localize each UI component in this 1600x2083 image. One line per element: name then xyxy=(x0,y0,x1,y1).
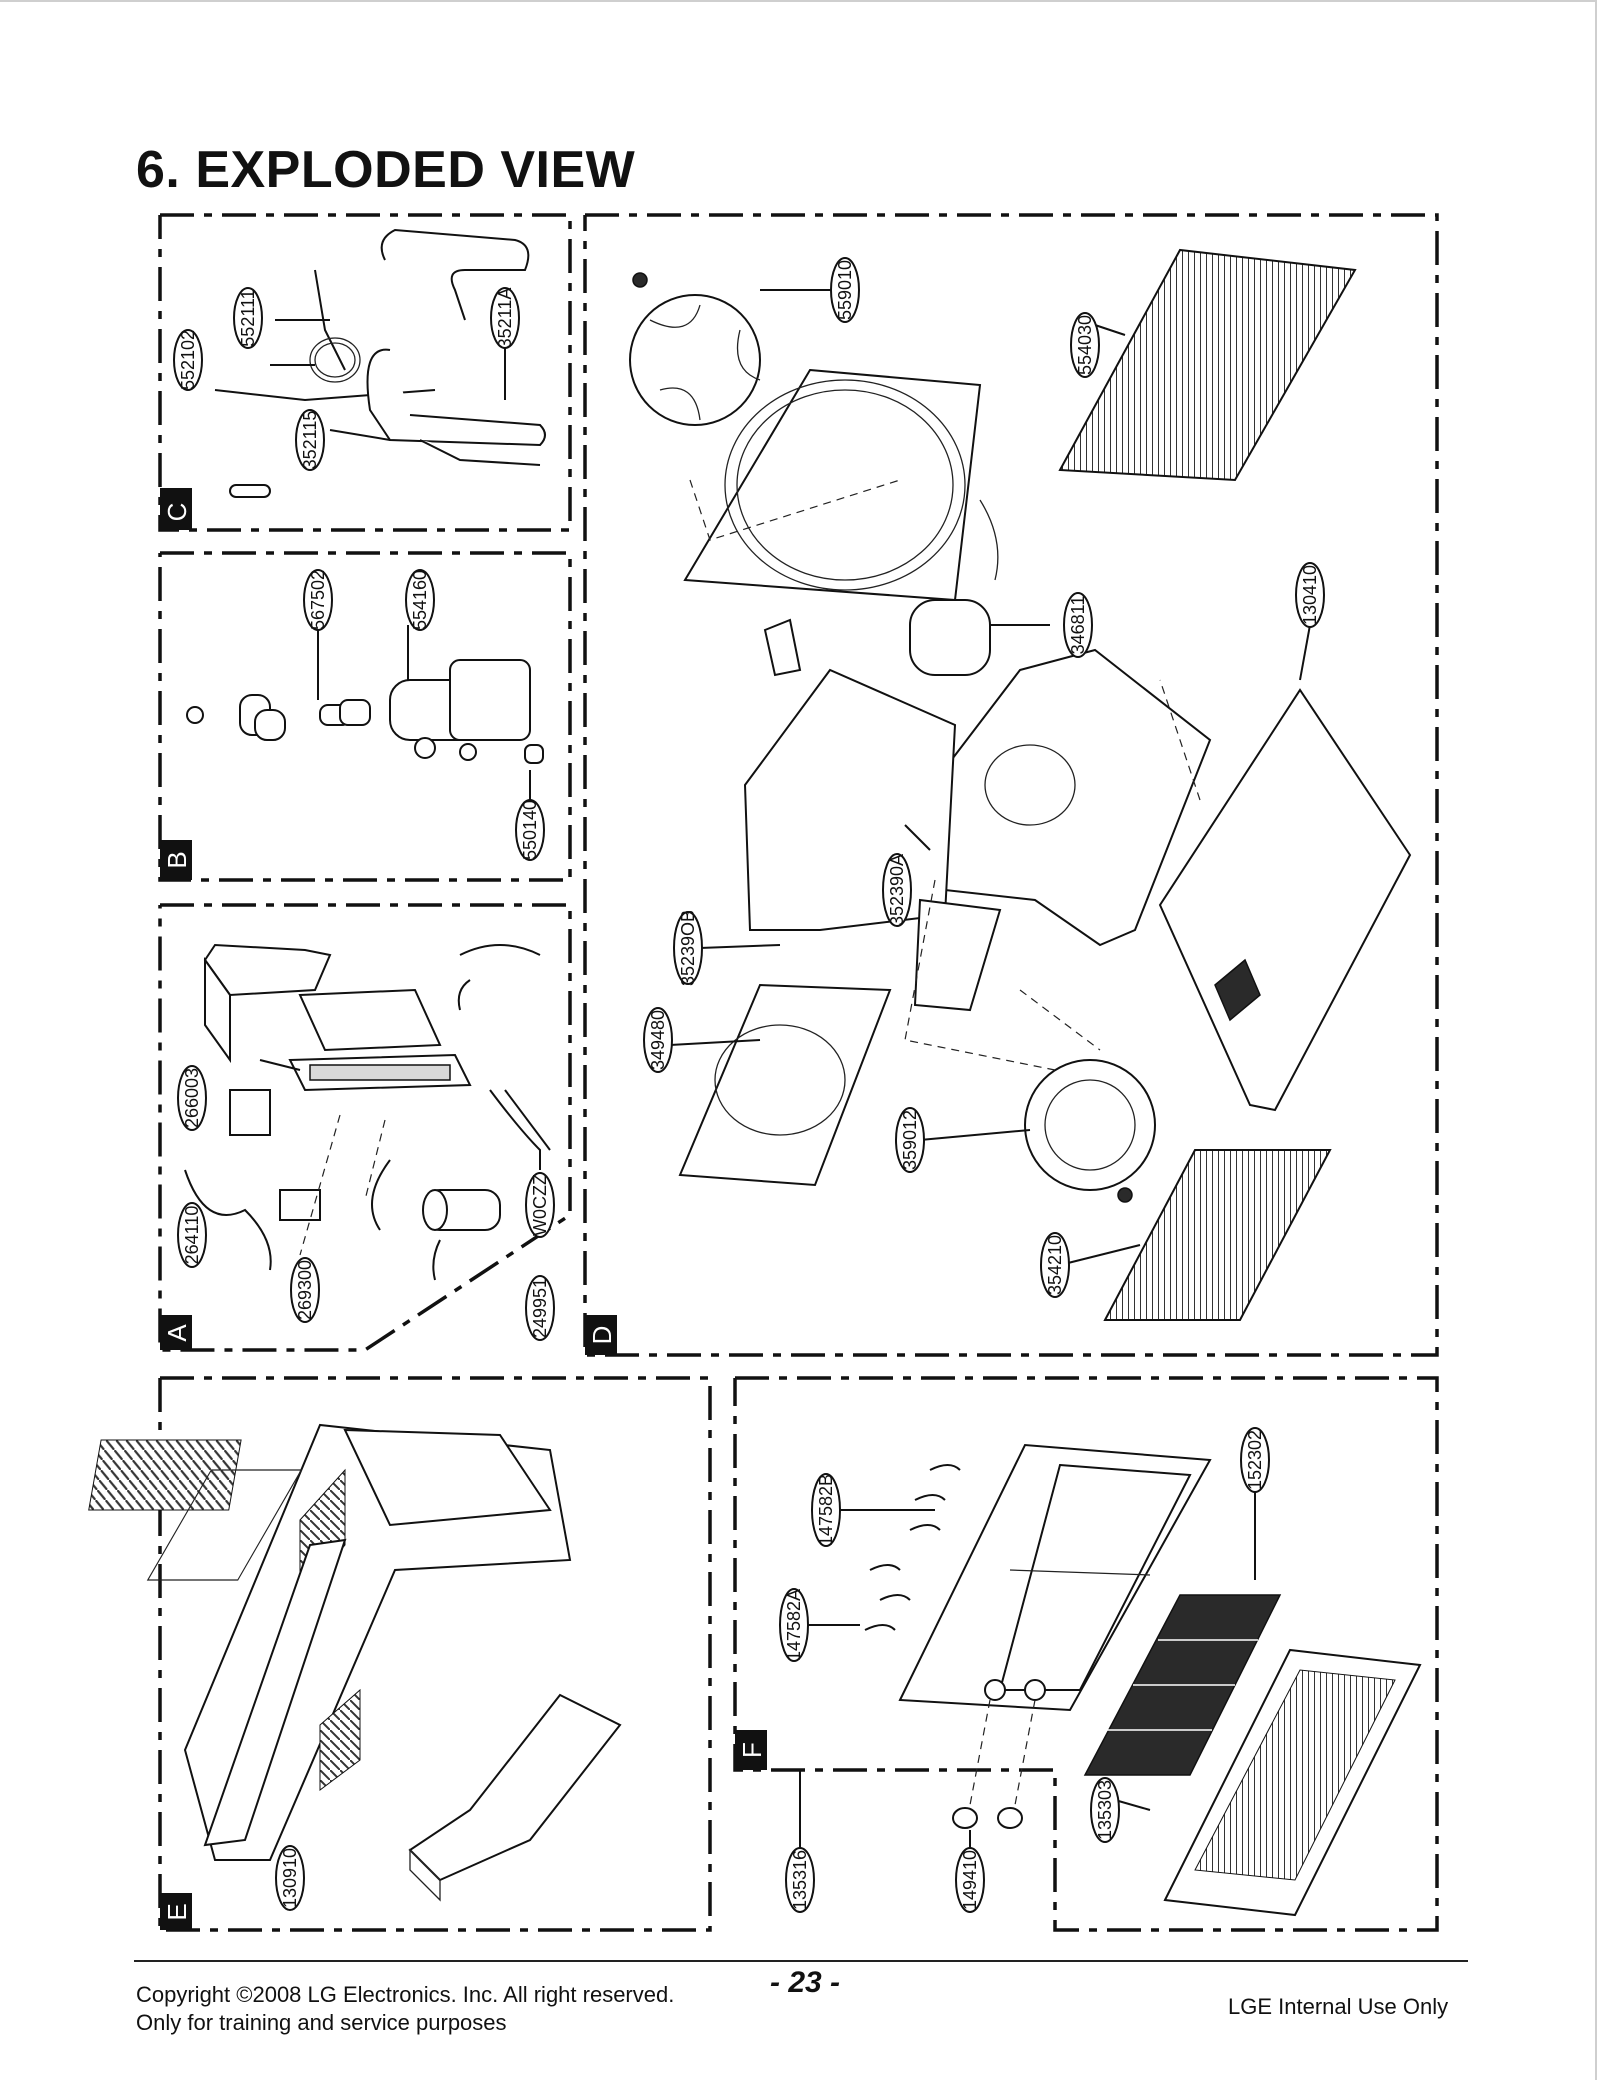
part-tag: 264110 xyxy=(177,1202,207,1268)
page-title: 6. EXPLODED VIEW xyxy=(136,141,636,199)
svg-text:349480: 349480 xyxy=(648,1010,668,1070)
svg-text:559010: 559010 xyxy=(835,260,855,320)
svg-text:130910: 130910 xyxy=(280,1848,300,1908)
svg-text:266003: 266003 xyxy=(182,1068,202,1128)
part-tag: 130910 xyxy=(275,1845,305,1911)
part-tag: 149410 xyxy=(955,1847,985,1913)
svg-text:552102: 552102 xyxy=(178,330,198,390)
part-tag: 359012 xyxy=(895,1107,925,1173)
svg-text:552111: 552111 xyxy=(238,289,258,346)
svg-text:359012: 359012 xyxy=(900,1110,920,1170)
svg-text:269300: 269300 xyxy=(295,1260,315,1320)
part-tag: 352390A xyxy=(882,853,912,927)
part-tag: 349480 xyxy=(643,1007,673,1073)
footer-divider xyxy=(134,1960,1468,1962)
svg-text:149410: 149410 xyxy=(960,1850,980,1910)
panel-b-letter-box xyxy=(160,840,192,880)
svg-text:352390A: 352390A xyxy=(887,854,907,926)
svg-text:346811: 346811 xyxy=(1068,596,1088,655)
copyright-line-2: Only for training and service purposes xyxy=(136,2010,507,2035)
panel-f-letter-box xyxy=(735,1730,767,1770)
panel-a-letter-box xyxy=(160,1315,192,1350)
svg-text:554160: 554160 xyxy=(410,570,430,630)
part-tag: 346811 xyxy=(1063,592,1093,658)
internal-use-note: LGE Internal Use Only xyxy=(1228,1994,1449,2019)
svg-text:352115: 352115 xyxy=(300,411,320,470)
panel-a: A 266003 264110 269300 xyxy=(158,903,572,1352)
panel-c-letter: C xyxy=(162,503,192,522)
part-tag: W0CZZ xyxy=(525,1172,555,1238)
part-tag: 130410 xyxy=(1295,562,1325,628)
panel-b: B 567502 554160 550140 xyxy=(158,551,572,882)
copyright-line-1: Copyright ©2008 LG Electronics. Inc. All… xyxy=(136,1982,675,2007)
svg-text:567502: 567502 xyxy=(308,570,328,630)
svg-text:35239OB: 35239OB xyxy=(678,910,698,986)
panel-e-letter-box xyxy=(160,1893,192,1930)
svg-text:135303: 135303 xyxy=(1095,1780,1115,1840)
part-tag: 249951 xyxy=(525,1275,555,1341)
svg-text:354210: 354210 xyxy=(1045,1235,1065,1295)
part-tag: 135303 xyxy=(1090,1777,1120,1843)
panel-c: C 552102 552111 352115 35211A xyxy=(158,213,572,532)
panel-d-letter: D xyxy=(587,1326,617,1345)
panel-d: D xyxy=(583,213,1439,1357)
part-tag: 135316 xyxy=(785,1847,815,1913)
part-tag: 554030 xyxy=(1070,312,1100,378)
part-tag: 269300 xyxy=(290,1257,320,1323)
part-tag: 352115 xyxy=(295,409,325,471)
part-tag: 552111 xyxy=(233,287,263,349)
part-tag: 147582A xyxy=(779,1588,809,1662)
svg-text:554030: 554030 xyxy=(1075,315,1095,375)
svg-text:35211A: 35211A xyxy=(495,288,515,349)
part-tag: 554160 xyxy=(405,569,435,631)
part-tag: 266003 xyxy=(177,1065,207,1131)
svg-text:W0CZZ: W0CZZ xyxy=(530,1174,550,1236)
part-tag: 567502 xyxy=(303,569,333,631)
panel-e-letter: E xyxy=(162,1903,192,1920)
part-tag: 559010 xyxy=(830,257,860,323)
panel-f: F 147582B xyxy=(146,1376,1439,1932)
svg-text:264110: 264110 xyxy=(182,1206,202,1265)
part-tag: 552102 xyxy=(173,329,203,391)
part-tag: 147582B xyxy=(811,1473,841,1547)
svg-text:147582B: 147582B xyxy=(816,1474,836,1546)
svg-text:152302: 152302 xyxy=(1245,1430,1265,1490)
part-tag: 35211A xyxy=(490,287,520,349)
page-number: - 23 - xyxy=(770,1966,841,1999)
panel-c-letter-box xyxy=(160,488,192,530)
svg-text:147582A: 147582A xyxy=(784,1589,804,1661)
part-tag: 354210 xyxy=(1040,1232,1070,1298)
panel-f-letter: F xyxy=(737,1742,767,1758)
part-tag: 152302 xyxy=(1240,1427,1270,1493)
part-tag: 550140 xyxy=(515,799,545,861)
svg-text:550140: 550140 xyxy=(520,800,540,860)
svg-text:130410: 130410 xyxy=(1300,565,1320,625)
svg-text:249951: 249951 xyxy=(530,1278,550,1338)
svg-text:135316: 135316 xyxy=(790,1850,810,1910)
panel-a-letter: A xyxy=(162,1324,192,1342)
part-tag: 35239OB xyxy=(673,910,703,986)
panel-e: E 130910 xyxy=(88,1376,712,1932)
panel-d-letter-box xyxy=(585,1315,617,1355)
panel-b-letter: B xyxy=(162,851,192,868)
